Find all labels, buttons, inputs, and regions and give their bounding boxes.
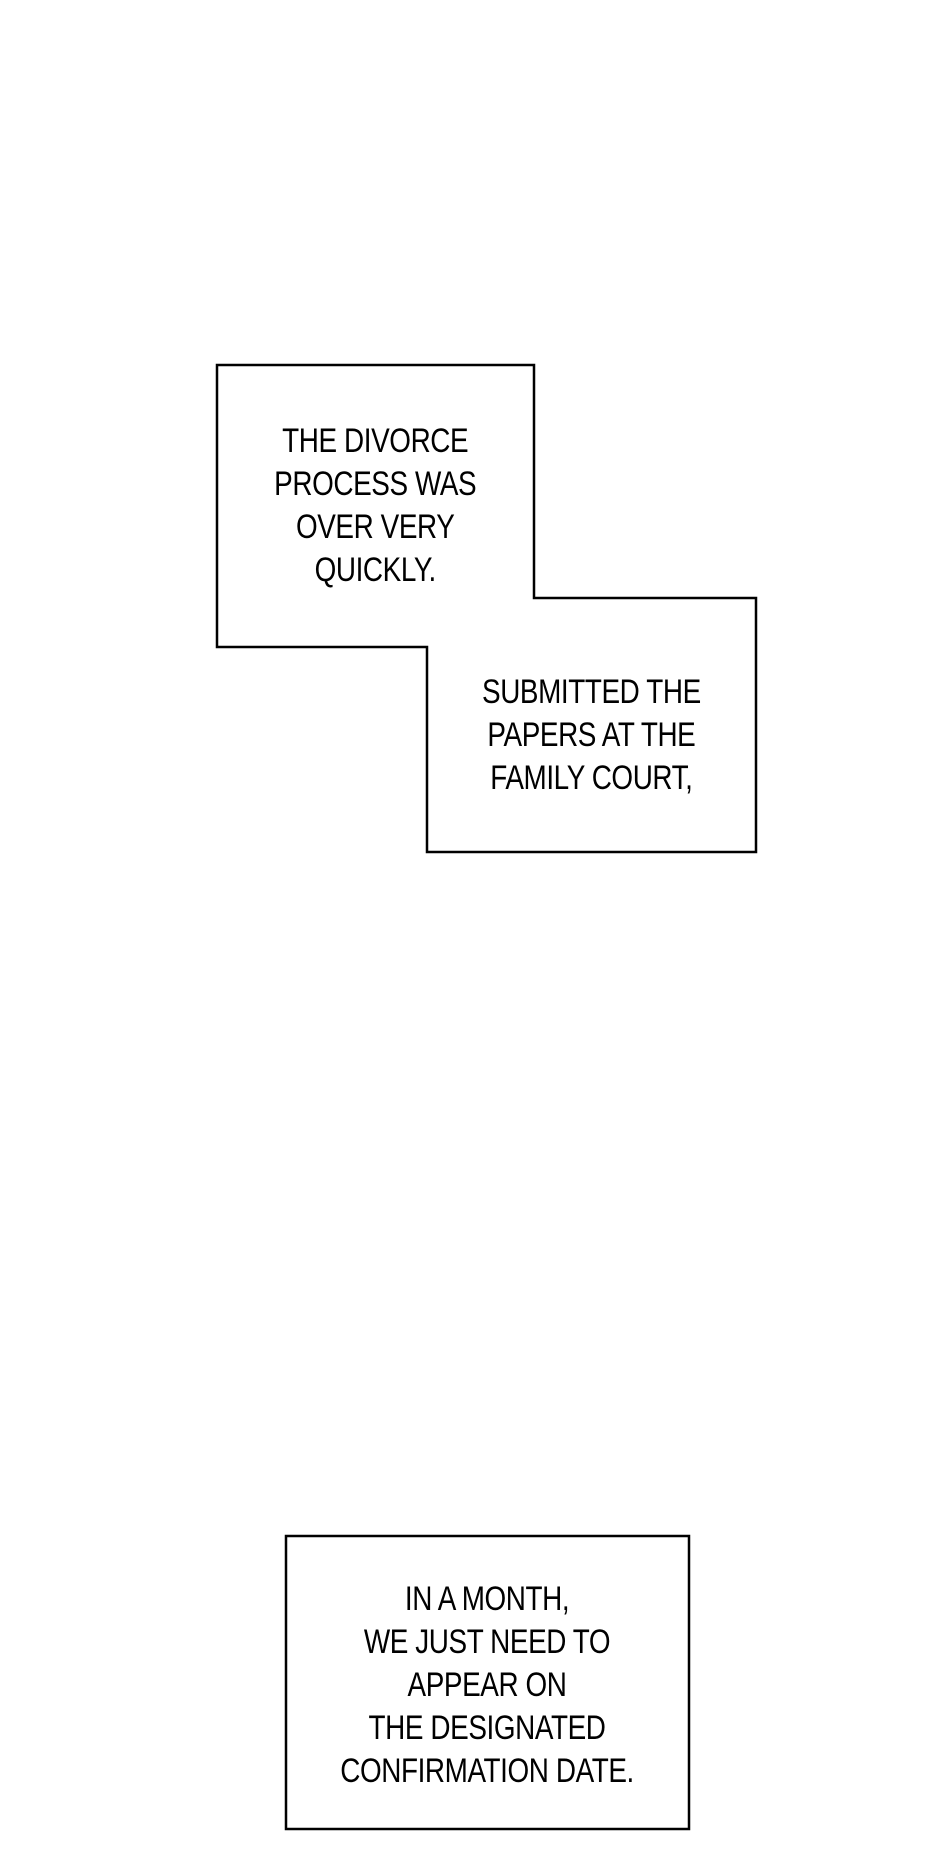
- caption-text-divorce-process: THE DIVORCE PROCESS WAS OVER VERY QUICKL…: [274, 422, 477, 589]
- caption-box-confirmation-date: IN A MONTH, WE JUST NEED TO APPEAR ON TH…: [286, 1536, 689, 1829]
- caption-text-submitted-papers: SUBMITTED THE PAPERS AT THE FAMILY COURT…: [482, 672, 701, 797]
- caption-box-bottom-outline: [284, 1534, 691, 1831]
- caption-box-top-pair-outline: [215, 363, 758, 854]
- caption-text-confirmation-date: IN A MONTH, WE JUST NEED TO APPEAR ON TH…: [340, 1580, 635, 1790]
- caption-box-divorce-process: THE DIVORCE PROCESS WAS OVER VERY QUICKL…: [217, 365, 534, 647]
- caption-box-submitted-papers: SUBMITTED THE PAPERS AT THE FAMILY COURT…: [427, 598, 756, 852]
